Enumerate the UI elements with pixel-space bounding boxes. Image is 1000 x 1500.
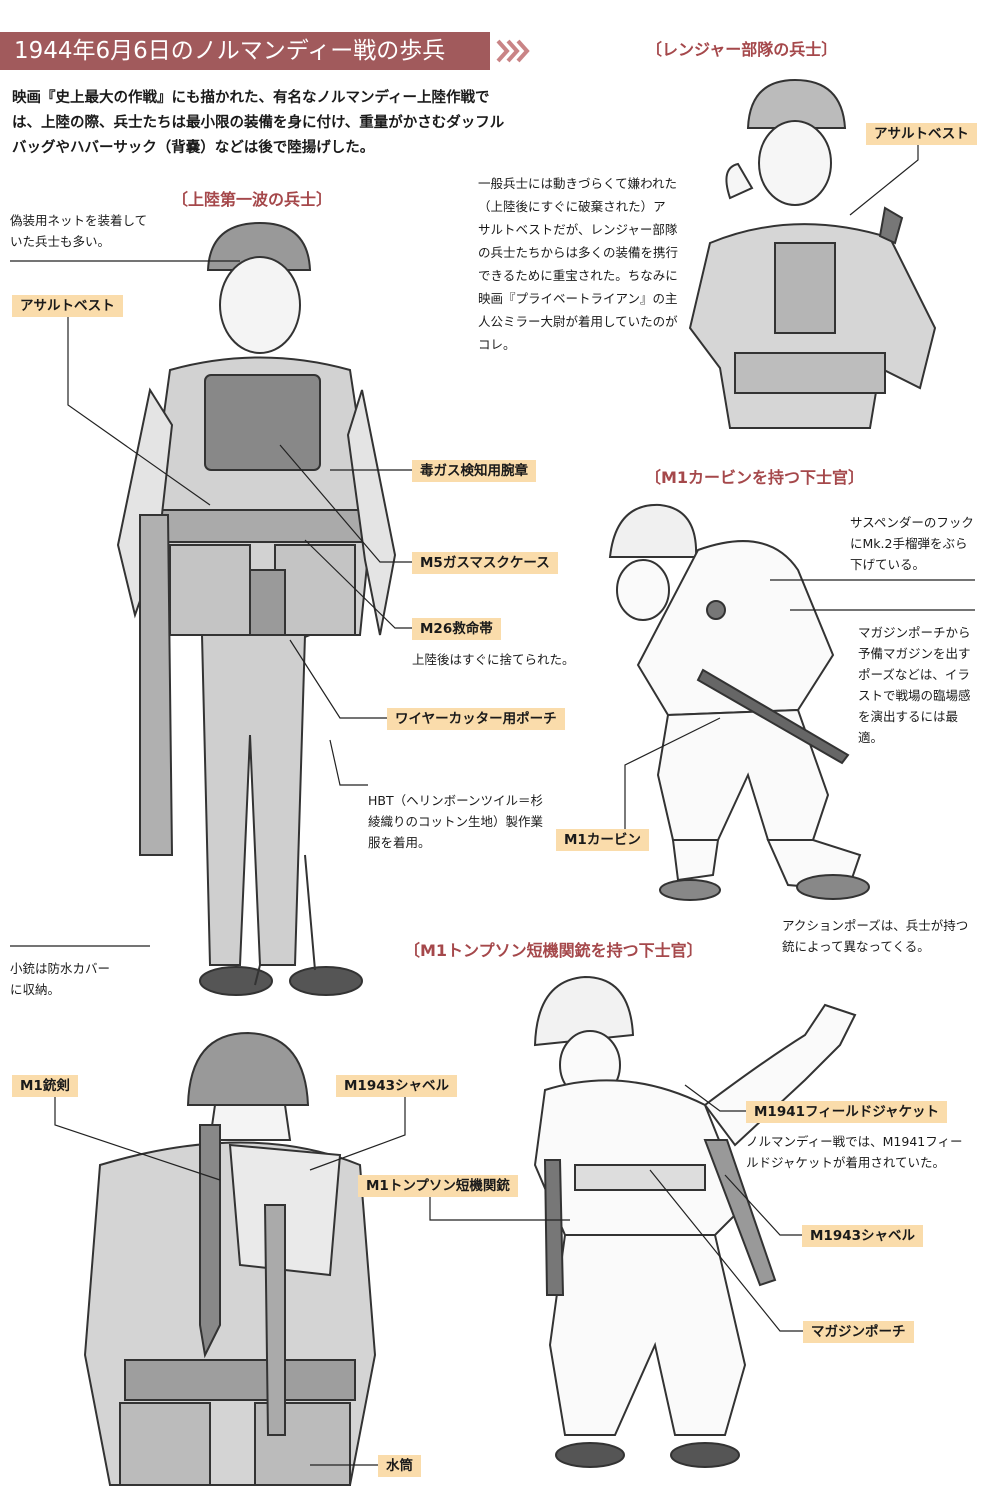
label-m26-life-belt: M26救命帯 bbox=[412, 618, 501, 640]
label-m1941-field-jacket: M1941フィールドジャケット bbox=[746, 1101, 948, 1123]
label-assault-vest: アサルトベスト bbox=[12, 295, 123, 317]
back-view-soldier-illustration bbox=[83, 1031, 377, 1486]
intro-text: 映画『史上最大の作戦』にも描かれた、有名なノルマンディー上陸作戦では、上陸の際、… bbox=[12, 90, 505, 156]
life-belt-note: 上陸後はすぐに捨てられた。 bbox=[412, 652, 575, 667]
section-title-first-wave: 〔上陸第一波の兵士〕 bbox=[172, 190, 333, 209]
label-magazine-pouch: マガジンポーチ bbox=[803, 1321, 914, 1343]
section-title-thompson: 〔M1トンプソン短機関銃を持つ下士官〕 bbox=[404, 941, 703, 960]
page-title: 1944年6月6日のノルマンディー戦の歩兵 bbox=[0, 32, 490, 70]
chevron-right-icon bbox=[496, 39, 530, 63]
label-gas-detection-armband: 毒ガス検知用腕章 bbox=[412, 460, 536, 482]
label-canteen: 水筒 bbox=[378, 1455, 421, 1477]
label-back-m1943-shovel: M1943シャベル bbox=[336, 1075, 458, 1097]
hbt-uniform-note: HBT（ヘリンボーンツイル＝杉綾織りのコットン生地）製作業服を着用。 bbox=[368, 793, 544, 850]
section-title-carbine: 〔M1カービンを持つ下士官〕 bbox=[645, 468, 865, 487]
label-m1-carbine: M1カービン bbox=[556, 829, 649, 851]
label-m5-gas-mask-case: M5ガスマスクケース bbox=[412, 552, 558, 574]
carbine-nco-illustration bbox=[608, 503, 870, 901]
first-wave-soldier-illustration bbox=[116, 221, 397, 996]
ranger-soldier-illustration bbox=[688, 78, 937, 429]
rifle-cover-note: 小銃は防水カバーに収納。 bbox=[10, 961, 111, 997]
label-m1-thompson: M1トンプソン短機関銃 bbox=[358, 1175, 518, 1197]
magazine-pose-note: マガジンポーチから予備マガジンを出すポーズなどは、イラストで戦場の臨場感を演出す… bbox=[858, 625, 971, 745]
label-ranger-assault-vest: アサルトベスト bbox=[866, 123, 977, 145]
section-title-ranger: 〔レンジャー部隊の兵士〕 bbox=[646, 40, 838, 59]
thompson-nco-illustration bbox=[533, 975, 857, 1468]
label-wire-cutter-pouch: ワイヤーカッター用ポーチ bbox=[387, 708, 565, 730]
field-jacket-note: ノルマンディー戦では、M1941フィールドジャケットが着用されていた。 bbox=[746, 1134, 963, 1170]
camouflage-net-note: 偽装用ネットを装着していた兵士も多い。 bbox=[10, 213, 148, 249]
ranger-note: 一般兵士には動きづらくて嫌われた（上陸後にすぐに破棄された）アサルトベストだが、… bbox=[478, 176, 679, 352]
grenade-note: サスペンダーのフックにMk.2手榴弾をぶら下げている。 bbox=[850, 515, 974, 572]
label-thompson-m1943-shovel: M1943シャベル bbox=[802, 1225, 924, 1247]
label-m1-bayonet: M1銃剣 bbox=[12, 1075, 78, 1097]
action-pose-note: アクションポーズは、兵士が持つ銃によって異なってくる。 bbox=[782, 918, 969, 954]
